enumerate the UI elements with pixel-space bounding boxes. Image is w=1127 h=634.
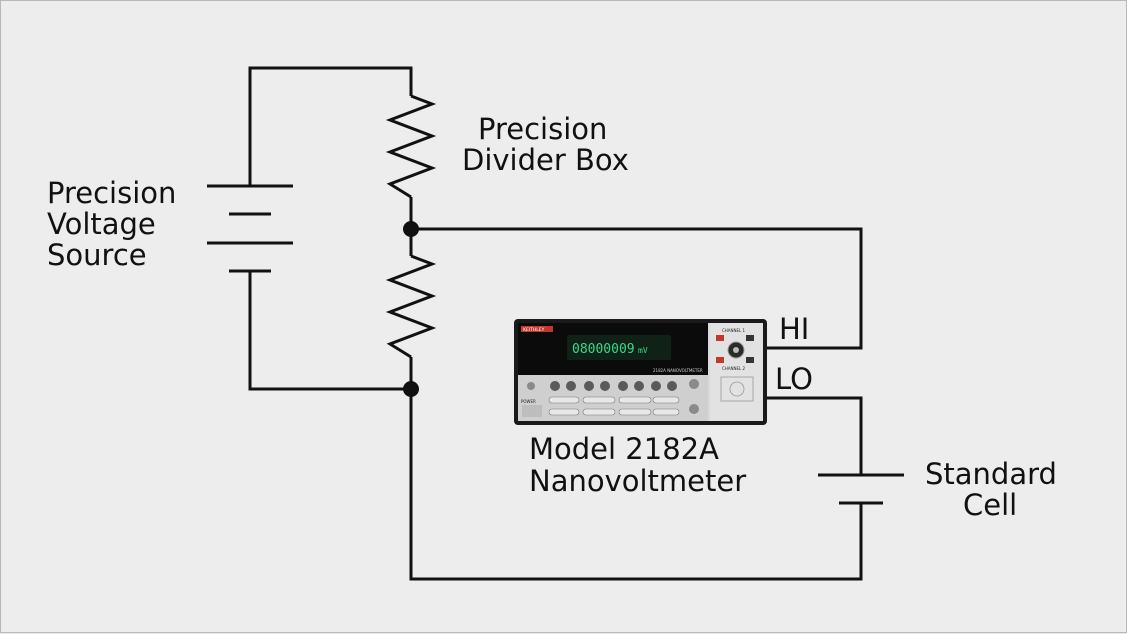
left-knob: [527, 382, 535, 390]
reading-window: [567, 335, 671, 360]
nanovoltmeter-instrument: KEITHLEY 08000009 mV 2182A NANOVOLTMETER…: [514, 319, 767, 425]
channel1-label: CHANNEL 1: [722, 328, 746, 333]
lo-terminal-label: LO: [775, 362, 813, 396]
rect-buttons-row1: [548, 396, 680, 404]
meter-label-line2: Nanovoltmeter: [529, 464, 746, 498]
upper-resistor: [385, 94, 437, 199]
cell-label-line2: Cell: [963, 488, 1017, 522]
wire-source-bottom: [248, 271, 411, 391]
round-buttons-row: [550, 381, 677, 391]
brand-text: KEITHLEY: [523, 327, 545, 333]
input-diagram: [720, 376, 754, 402]
junction-dot-lower: [403, 381, 419, 397]
hi-tag-ch1: [716, 335, 724, 341]
voltage-source-battery: [207, 184, 293, 273]
wire-source-top: [248, 66, 413, 186]
lo-tag-ch1: [746, 335, 754, 341]
display-reading: 08000009: [572, 342, 635, 357]
hi-tag-ch2: [716, 357, 724, 363]
source-label-line1: Precision: [47, 176, 176, 210]
channel2-label: CHANNEL 2: [722, 366, 746, 371]
cell-label-line1: Standard: [925, 457, 1057, 491]
lo-tag-ch2: [746, 357, 754, 363]
source-label-line2: Voltage: [47, 207, 156, 241]
right-knob-lower: [689, 404, 699, 414]
lower-resistor: [385, 254, 437, 359]
wire-tap-to-hi: [411, 227, 863, 350]
right-knob: [689, 379, 699, 389]
power-label: POWER: [521, 399, 536, 404]
divider-label-line2: Divider Box: [462, 143, 629, 177]
brand-badge: [521, 326, 553, 332]
junction-dot-upper: [403, 221, 419, 237]
wire-bottom-return: [409, 389, 863, 581]
power-switch: [522, 405, 542, 417]
wire-lo-to-cell: [766, 396, 863, 475]
display-unit: mV: [638, 346, 648, 355]
hi-terminal-label: HI: [779, 312, 809, 346]
divider-label-line1: Precision: [478, 112, 607, 146]
source-label-line3: Source: [47, 238, 147, 272]
meter-label-line1: Model 2182A: [529, 432, 719, 466]
standard-cell-battery: [818, 473, 904, 505]
model-text: 2182A NANOVOLTMETER: [653, 368, 703, 373]
rect-buttons-row2: [548, 408, 680, 416]
